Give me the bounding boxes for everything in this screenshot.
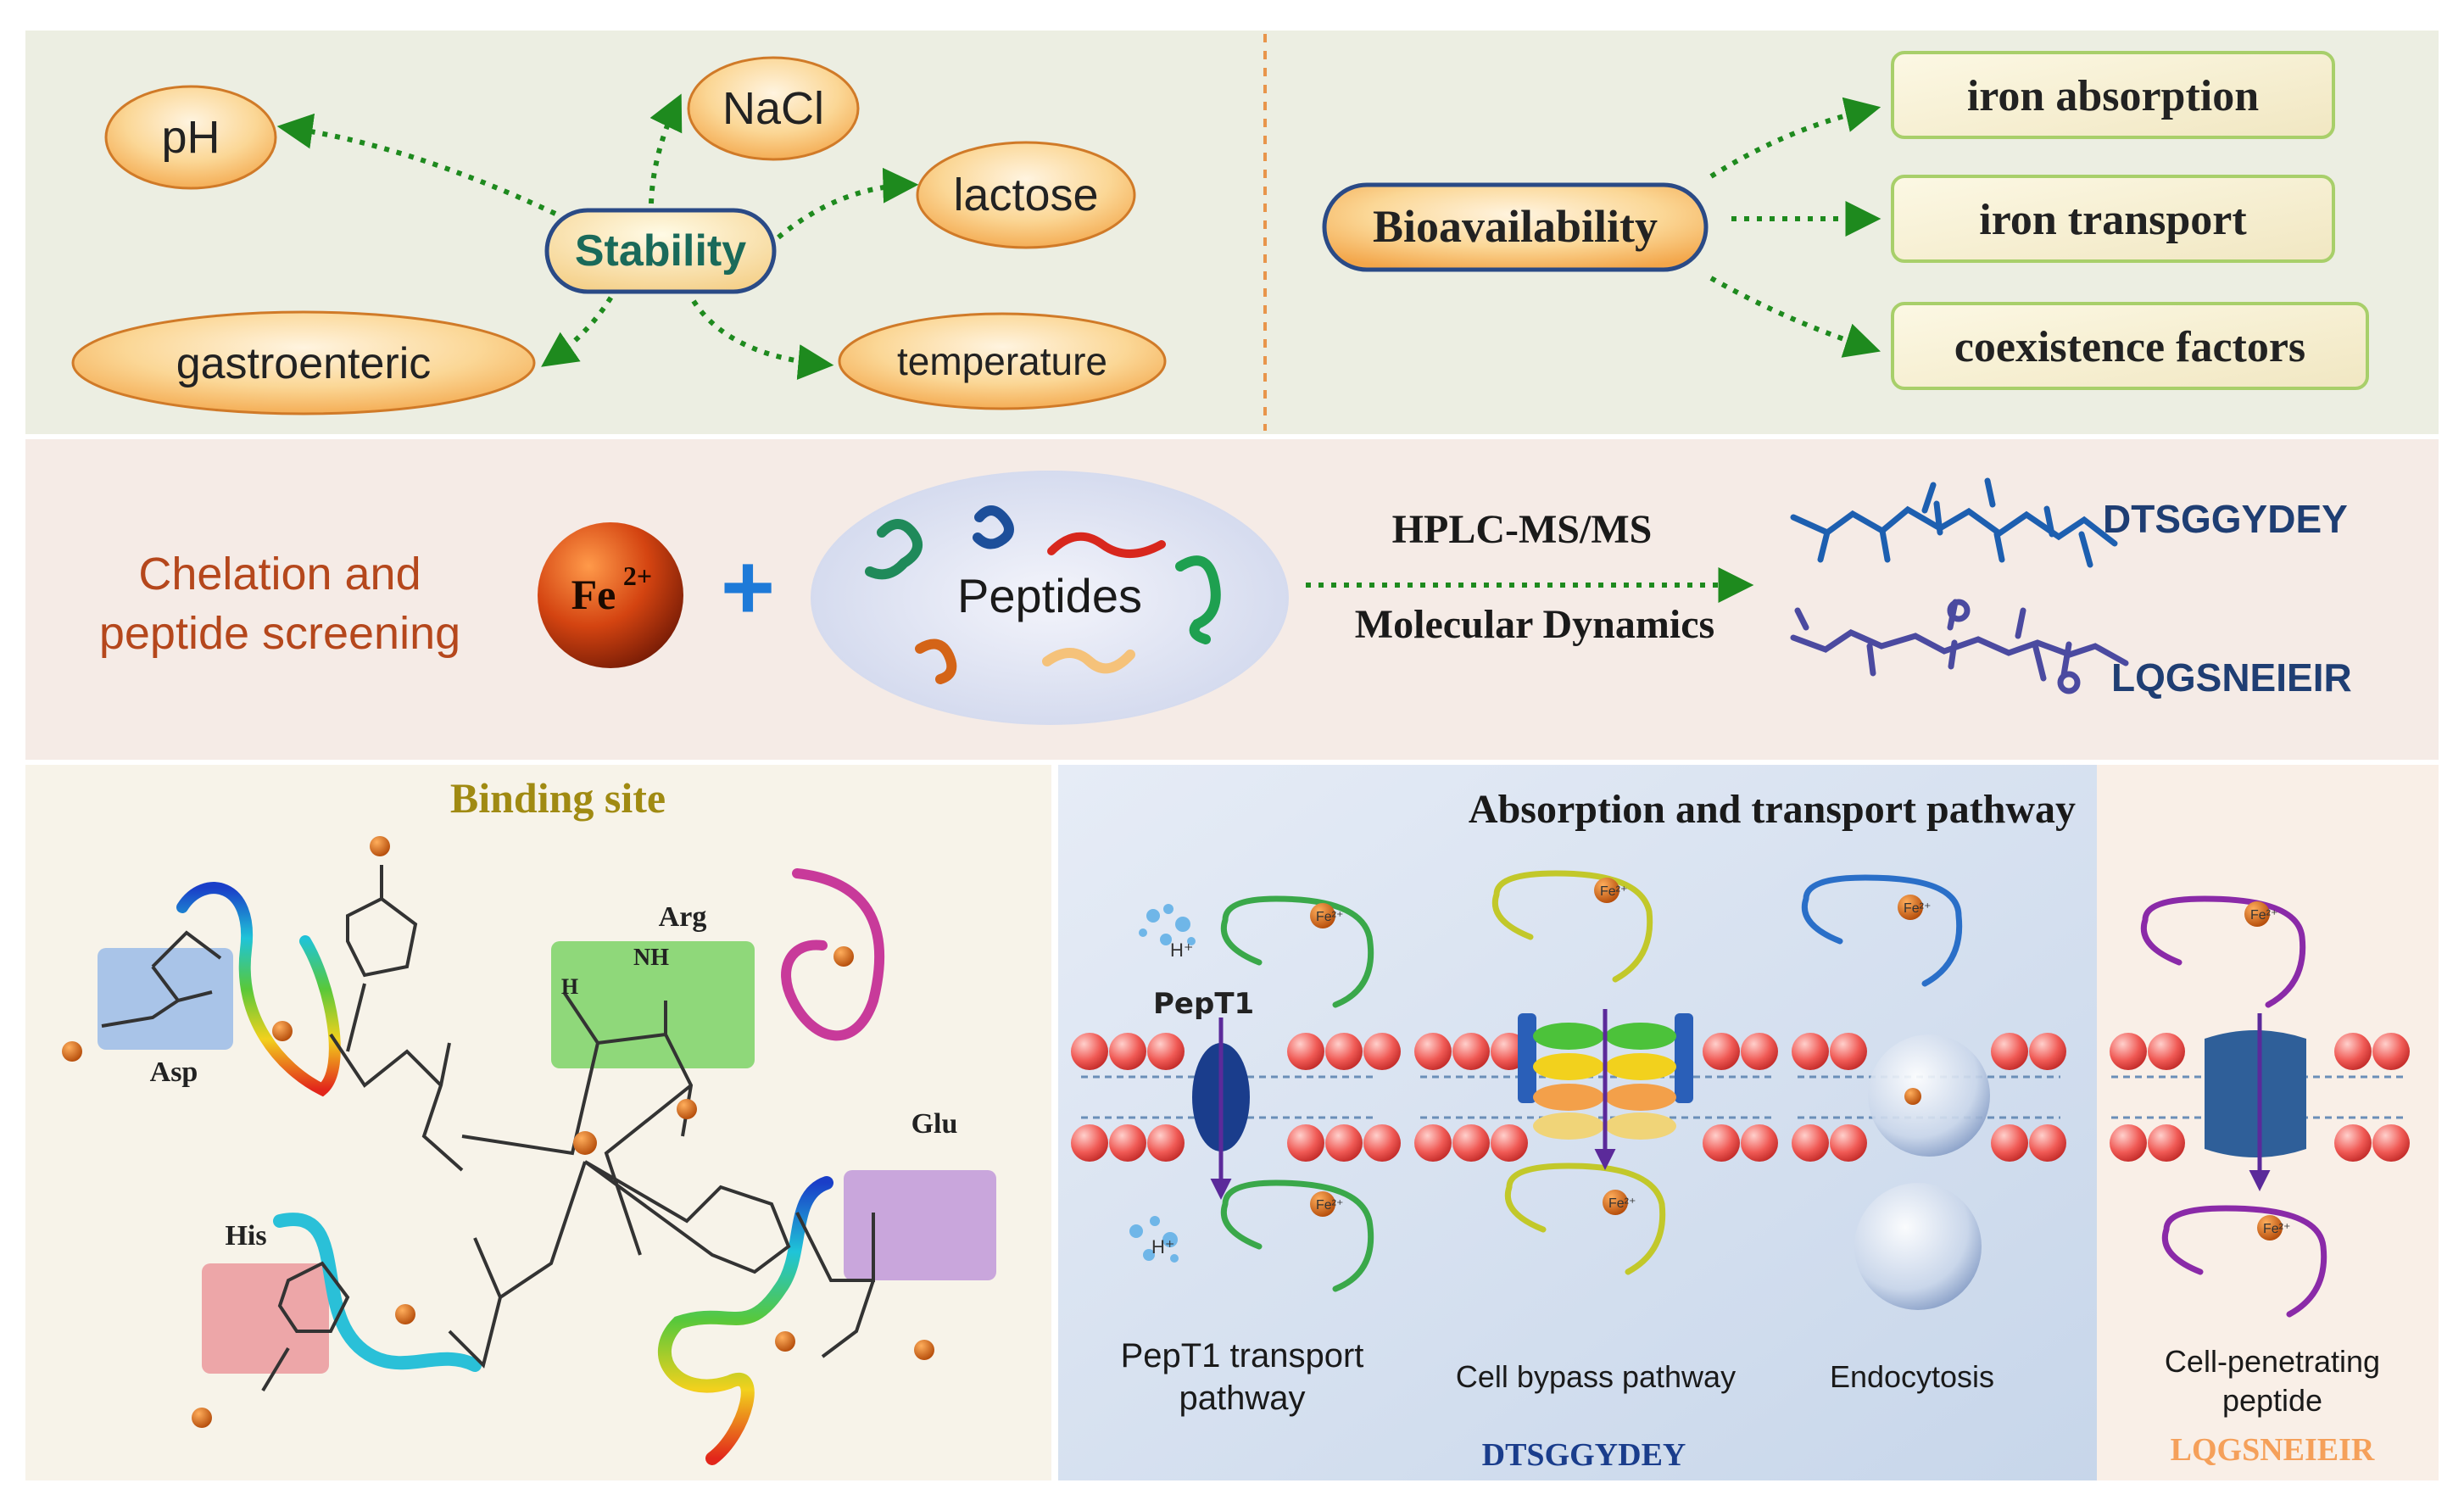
cpp-label-1: Cell-penetrating: [2165, 1344, 2380, 1379]
residue-arg-label: Arg: [659, 901, 707, 933]
pathway-peptides: [1221, 870, 2327, 1318]
plus-sign: +: [721, 535, 775, 639]
peptides-label: Peptides: [957, 569, 1142, 622]
pathway-peptide-b: LQGSNEIEIR: [2171, 1432, 2375, 1468]
binding-panel-bg: [25, 765, 1051, 1480]
bypass-label: Cell bypass pathway: [1456, 1359, 1736, 1394]
endocytic-vesicle: [1854, 1183, 1982, 1310]
peptide-1-label: DTSGGYDEY: [2103, 497, 2348, 541]
membrane-left: [1071, 1033, 1401, 1162]
factor-ph-label: pH: [161, 112, 220, 163]
residue-glu-label: Glu: [911, 1108, 958, 1140]
skeletal-bonds: [101, 865, 875, 1392]
h-bubbles-bottom: [1129, 1216, 1179, 1263]
iron-ion: Fe 2+: [538, 522, 683, 668]
membrane-mid: [1414, 1013, 1778, 1162]
factor-ph: pH: [104, 85, 277, 190]
atom-nh-label: NH: [633, 945, 669, 971]
endocytic-vesicle: [1868, 1034, 1990, 1157]
factor-gastroenteric: gastroenteric: [71, 310, 536, 415]
bioavailability-label: Bioavailability: [1373, 201, 1658, 252]
chelation-panel: Chelation and peptide screening Fe 2+ + …: [25, 439, 2439, 760]
ribbon-asp: [176, 882, 341, 1097]
pathway-title: Absorption and transport pathway: [1469, 787, 2076, 832]
bioavailability-arrows: [1709, 97, 1881, 358]
method-md-label: Molecular Dynamics: [1355, 602, 1714, 647]
ribbon-his: [273, 1213, 482, 1372]
target-iron-transport-label: iron transport: [1979, 196, 2247, 244]
pathway-fe-labels: Fe²⁺ Fe²⁺ Fe²⁺ Fe²⁺ Fe²⁺ Fe²⁺ Fe²⁺: [1316, 884, 2290, 1236]
membrane-cpp: [2110, 1030, 2410, 1162]
top-panel: pH NaCl lactose gastroenteric temperatur…: [25, 31, 2439, 434]
residue-his-label: His: [225, 1220, 266, 1252]
pathway-fe-atoms: [1310, 878, 2283, 1241]
stability-label: Stability: [575, 226, 746, 276]
factor-temperature-label: temperature: [897, 339, 1107, 383]
binding-panel: Binding site: [25, 765, 1051, 1480]
glu-box: [844, 1170, 996, 1280]
cpp-label-2: peptide: [2222, 1383, 2322, 1418]
peptide-structure-1: [1790, 477, 2118, 568]
chelation-title-line2: peptide screening: [99, 608, 460, 659]
fe-label: Fe²⁺: [1316, 1198, 1343, 1213]
pathway-peptide-a: DTSGGYDEY: [1482, 1437, 1686, 1473]
peptide-squiggle: [1047, 532, 1166, 558]
cpp-channel: [2205, 1030, 2306, 1157]
chelation-title-line1: Chelation and: [138, 549, 421, 599]
bioavailability-node: Bioavailability: [1322, 182, 1709, 272]
h-bubbles-top: [1139, 904, 1196, 945]
arg-box: [551, 941, 755, 1068]
peptide-squiggle: [973, 505, 1014, 549]
factor-temperature: temperature: [838, 312, 1167, 410]
factor-nacl: NaCl: [687, 56, 860, 161]
ribbon-glu: [657, 1176, 833, 1465]
pept1-label: PepT1: [1153, 987, 1254, 1021]
fe-label: Fe²⁺: [1608, 1196, 1636, 1211]
membrane-endo: [1792, 1033, 2066, 1310]
method-hplc-label: HPLC-MS/MS: [1392, 507, 1653, 552]
transport-arrows: [1210, 1009, 2271, 1200]
atom-h-label: H: [561, 974, 578, 999]
target-iron-transport: iron transport: [1891, 175, 2335, 263]
fe-label: Fe²⁺: [1600, 884, 1627, 899]
factor-gastroenteric-label: gastroenteric: [176, 339, 432, 388]
binding-title: Binding site: [450, 774, 666, 822]
target-iron-absorption: iron absorption: [1891, 51, 2335, 139]
fe-label: Fe²⁺: [1904, 901, 1931, 916]
endocytosis-label: Endocytosis: [1830, 1359, 1994, 1394]
peptide-2-label: LQGSNEIEIR: [2111, 655, 2352, 700]
target-iron-absorption-label: iron absorption: [1967, 72, 2259, 120]
pathway-panel: Absorption and transport pathway: [1058, 765, 2439, 1480]
factor-lactose: lactose: [916, 141, 1136, 249]
ribbon-arg: [781, 868, 885, 1041]
iron-charge-label: 2+: [623, 560, 652, 591]
h-plus-top-label: H⁺: [1170, 939, 1194, 961]
residue-asp-label: Asp: [150, 1057, 198, 1088]
binding-atoms: [62, 836, 934, 1428]
peptide-squiggle: [865, 519, 923, 580]
target-coexistence-label: coexistence factors: [1954, 323, 2305, 371]
peptide-squiggle: [915, 638, 957, 684]
pept1-pathway-label-2: pathway: [1179, 1380, 1306, 1417]
asp-box: [98, 948, 233, 1050]
iron-label: Fe: [571, 571, 616, 618]
stability-node: Stability: [544, 208, 777, 294]
peptide-squiggle: [1175, 555, 1221, 644]
peptide-structure-2: [1790, 599, 2129, 694]
h-plus-bottom-label: H⁺: [1151, 1236, 1175, 1257]
target-coexistence: coexistence factors: [1891, 302, 2369, 390]
stability-arrows: [276, 93, 919, 381]
pept1-pathway-label-1: PepT1 transport: [1121, 1337, 1364, 1374]
factor-lactose-label: lactose: [953, 170, 1098, 220]
fe-label: Fe²⁺: [2250, 908, 2277, 923]
his-box: [202, 1263, 329, 1374]
fe-label: Fe²⁺: [1316, 910, 1343, 924]
peptides-pool: Peptides: [811, 471, 1289, 725]
peptide-squiggle: [1042, 648, 1135, 674]
factor-nacl-label: NaCl: [722, 83, 824, 134]
fe-label: Fe²⁺: [2263, 1222, 2290, 1236]
